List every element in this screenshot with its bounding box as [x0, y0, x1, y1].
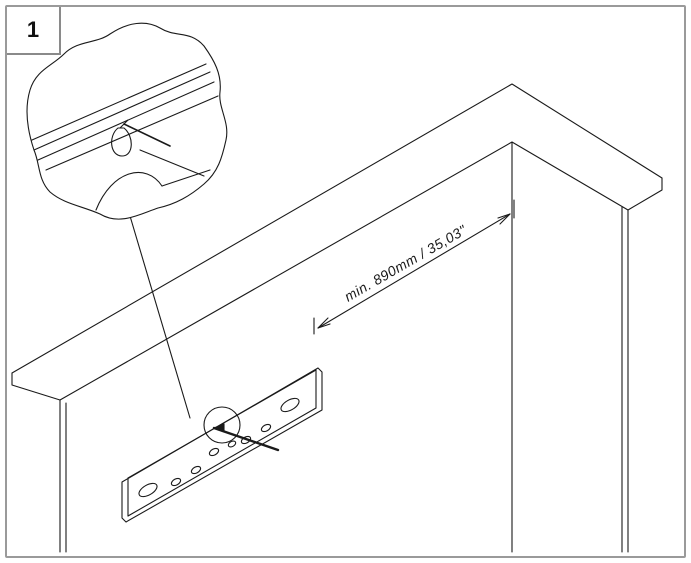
bracket-slot: [280, 397, 300, 413]
detail-magnified-view: [26, 22, 228, 220]
step-number-badge: 1: [7, 7, 61, 55]
dimension-arrowhead-left: [317, 317, 331, 329]
dimension-arrow-line: [317, 213, 511, 329]
right-bevel: [627, 177, 663, 211]
ceiling-outer-edge: [11, 83, 663, 374]
leader-line: [129, 215, 191, 419]
screw: [212, 426, 280, 452]
dimension-arrowhead-right: [497, 213, 511, 225]
keyhole: [111, 127, 132, 157]
bracket-slot: [138, 482, 158, 498]
screw-head: [213, 423, 225, 433]
screw-detail: [123, 123, 171, 147]
wall-bracket: [121, 367, 323, 523]
dimension-line: [313, 199, 515, 335]
detail-circle: [203, 406, 241, 444]
dimension-label: min. 890mm / 35,03": [342, 221, 470, 304]
wall-corner: [11, 83, 663, 553]
step-number: 1: [26, 17, 40, 42]
left-bevel: [11, 372, 61, 401]
